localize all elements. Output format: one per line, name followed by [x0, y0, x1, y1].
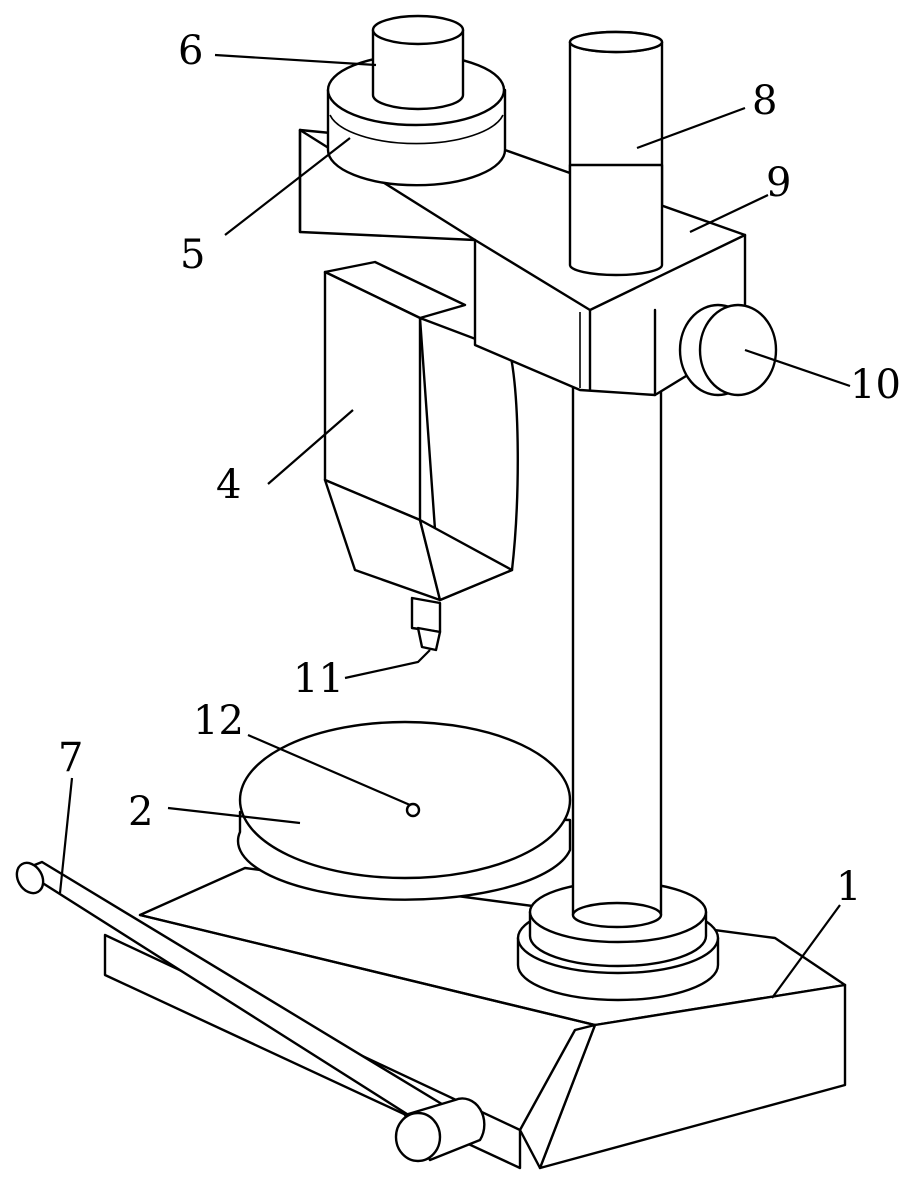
label-6: 6 — [178, 28, 203, 74]
leader-4 — [267, 409, 354, 485]
leader-9 — [689, 194, 769, 233]
label-1: 1 — [836, 864, 861, 910]
label-5: 5 — [180, 232, 205, 278]
leader-lines — [58, 53, 851, 999]
leader-11 — [344, 649, 431, 680]
label-10: 10 — [850, 362, 901, 408]
label-4: 4 — [216, 462, 241, 508]
column-top — [568, 30, 664, 277]
label-9: 9 — [766, 160, 791, 206]
leader-6 — [214, 53, 377, 67]
label-7: 7 — [58, 735, 83, 781]
leader-12 — [247, 733, 411, 807]
center-hole — [405, 802, 421, 818]
work-plate — [236, 720, 572, 901]
leader-8 — [636, 106, 746, 150]
leader-1 — [771, 904, 841, 999]
leader-2 — [167, 806, 301, 825]
feed-handle — [15, 860, 486, 1163]
leader-10 — [744, 348, 851, 388]
motor-housing — [323, 260, 519, 602]
top-shaft — [371, 14, 465, 111]
leader-5 — [224, 137, 351, 236]
labels: 6 5 8 9 10 4 11 12 2 7 1 — [58, 28, 901, 910]
label-11: 11 — [293, 656, 344, 702]
label-8: 8 — [752, 78, 777, 124]
label-12: 12 — [193, 698, 244, 744]
adjustment-knob — [678, 303, 778, 397]
leader-7 — [58, 777, 74, 894]
spindle — [410, 596, 442, 652]
label-2: 2 — [128, 789, 153, 835]
